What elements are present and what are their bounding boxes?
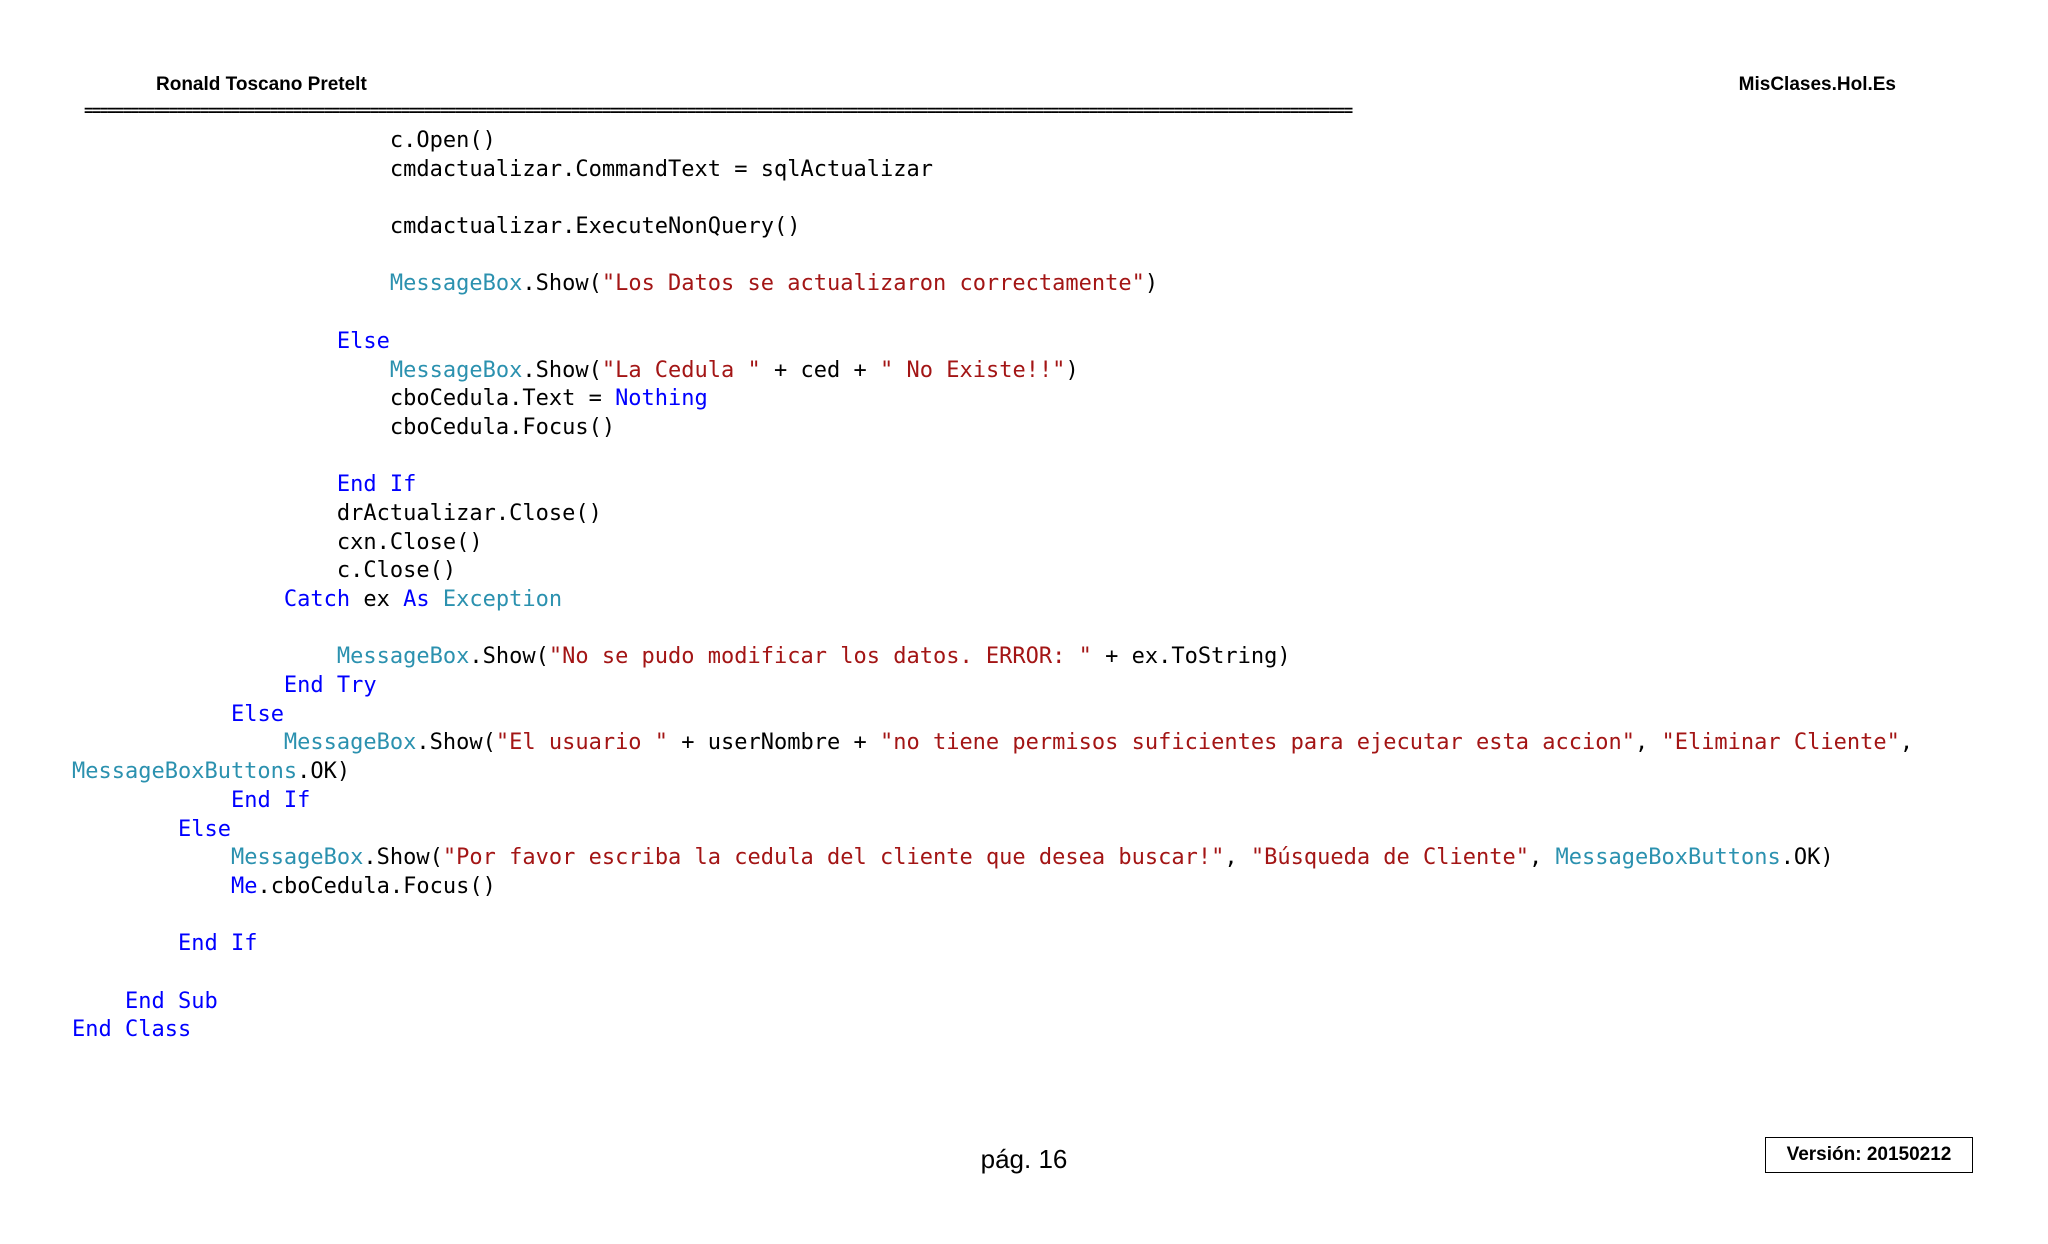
code-token-keyword: End If (336, 472, 417, 498)
code-token-type: MessageBox (283, 730, 417, 756)
code-token-plain: ) (1065, 357, 1079, 383)
code-line: End Try (72, 672, 1972, 701)
code-listing: c.Open() cmdactualizar.CommandText = sql… (72, 127, 1972, 1045)
code-token-plain: .Show( (522, 271, 602, 297)
code-token-string: "No se pudo modificar los datos. ERROR: … (548, 644, 1092, 670)
code-line: cxn.Close() (72, 529, 1972, 558)
code-token-keyword: End If (230, 787, 311, 813)
code-token-type: MessageBoxButtons (1555, 845, 1781, 871)
code-token-string: "Eliminar Cliente" (1661, 730, 1900, 756)
code-token-plain: c.Close() (336, 558, 457, 584)
code-token-plain: ) (1144, 271, 1159, 297)
header-author: Ronald Toscano Pretelt (156, 74, 367, 95)
code-line: MessageBoxButtons.OK) (72, 758, 1972, 787)
code-line: End Class (72, 1016, 1972, 1045)
code-token-plain: + userNombre + (668, 730, 880, 756)
code-token-plain: + ex.ToString) (1091, 644, 1291, 670)
code-line: MessageBox.Show("La Cedula " + ced + " N… (72, 357, 1972, 386)
code-line (72, 959, 1972, 988)
code-token-string: "Los Datos se actualizaron correctamente… (601, 271, 1145, 297)
code-token-plain: , (1899, 730, 1914, 756)
code-line: End If (72, 471, 1972, 500)
code-token-keyword: End If (177, 931, 258, 957)
code-token-plain: ex (350, 587, 404, 612)
code-token-keyword: End Sub (124, 988, 218, 1014)
code-line (72, 615, 1972, 644)
code-token-keyword: As (403, 587, 430, 612)
code-token-type: MessageBox (389, 271, 523, 297)
code-token-keyword: Nothing (615, 386, 708, 412)
code-line: MessageBox.Show("El usuario " + userNomb… (72, 729, 1972, 758)
code-token-plain: + ced + (760, 357, 880, 383)
code-line: Else (72, 328, 1972, 357)
code-token-plain: , (1224, 845, 1251, 871)
code-line: Else (72, 701, 1972, 730)
code-token-plain: cboCedula.Text = (389, 386, 616, 412)
code-token-plain: cboCedula.Focus() (389, 414, 616, 440)
code-line: Else (72, 816, 1972, 845)
code-line (72, 184, 1972, 213)
code-token-type: MessageBox (230, 845, 364, 871)
code-line: cmdactualizar.ExecuteNonQuery() (72, 213, 1972, 242)
code-line: c.Close() (72, 557, 1972, 586)
page-number: pág. 16 (980, 1144, 1068, 1174)
code-line: MessageBox.Show("No se pudo modificar lo… (72, 643, 1972, 672)
code-token-plain: .cboCedula.Focus() (257, 873, 496, 899)
code-token-plain: , (1529, 845, 1556, 871)
code-token-plain: .Show( (469, 644, 549, 670)
code-token-plain: c.Open() (389, 128, 496, 153)
code-token-keyword: Me (230, 873, 258, 899)
header-site: MisClases.Hol.Es (1738, 74, 1896, 95)
code-line (72, 242, 1972, 271)
code-token-plain: cmdactualizar.ExecuteNonQuery() (389, 214, 801, 240)
code-token-string: "La Cedula " (601, 357, 761, 383)
code-token-plain (430, 587, 443, 612)
code-line (72, 299, 1972, 328)
code-token-plain: cxn.Close() (336, 529, 483, 555)
code-token-type: MessageBox (389, 357, 523, 383)
header-separator: ========================================… (84, 102, 1353, 118)
code-token-string: " No Existe!!" (880, 357, 1066, 383)
code-token-type: Exception (442, 587, 563, 612)
code-token-string: "no tiene permisos suficientes para ejec… (879, 730, 1635, 756)
code-line: End Sub (72, 988, 1972, 1017)
code-token-type: MessageBoxButtons (72, 759, 298, 785)
code-token-plain: .OK) (1780, 845, 1834, 871)
code-token-string: "Búsqueda de Cliente" (1250, 845, 1530, 871)
code-line: Me.cboCedula.Focus() (72, 873, 1972, 902)
code-token-plain: .Show( (363, 845, 443, 871)
code-token-plain: .Show( (522, 357, 602, 383)
code-line: c.Open() (72, 127, 1972, 156)
code-line: Catch ex As Exception (72, 586, 1972, 615)
code-token-plain: cmdactualizar.CommandText = sqlActualiza… (389, 156, 933, 182)
code-token-keyword: Catch (283, 587, 351, 612)
code-line: cboCedula.Focus() (72, 414, 1972, 443)
code-token-plain: drActualizar.Close() (336, 500, 602, 526)
code-token-keyword: Else (230, 701, 284, 727)
code-line: MessageBox.Show("Los Datos se actualizar… (72, 270, 1972, 299)
code-line: End If (72, 930, 1972, 959)
code-token-plain: .Show( (416, 730, 496, 756)
code-token-type: MessageBox (336, 644, 470, 670)
code-line (72, 443, 1972, 472)
code-token-keyword: End Try (283, 673, 377, 699)
code-token-keyword: Else (177, 816, 231, 842)
code-token-keyword: Else (336, 328, 390, 354)
code-token-string: "El usuario " (495, 730, 669, 756)
code-token-plain: , (1634, 730, 1662, 756)
code-line: MessageBox.Show("Por favor escriba la ce… (72, 844, 1972, 873)
code-line: End If (72, 787, 1972, 816)
code-line: cboCedula.Text = Nothing (72, 385, 1972, 414)
code-token-string: "Por favor escriba la cedula del cliente… (442, 845, 1225, 871)
code-token-keyword: End Class (72, 1017, 192, 1043)
code-line: cmdactualizar.CommandText = sqlActualiza… (72, 156, 1972, 185)
code-token-plain: .OK) (297, 759, 351, 785)
code-line: drActualizar.Close() (72, 500, 1972, 529)
version-box: Versión: 20150212 (1765, 1137, 1973, 1173)
version-label: Versión: 20150212 (1786, 1144, 1952, 1165)
code-line (72, 902, 1972, 931)
